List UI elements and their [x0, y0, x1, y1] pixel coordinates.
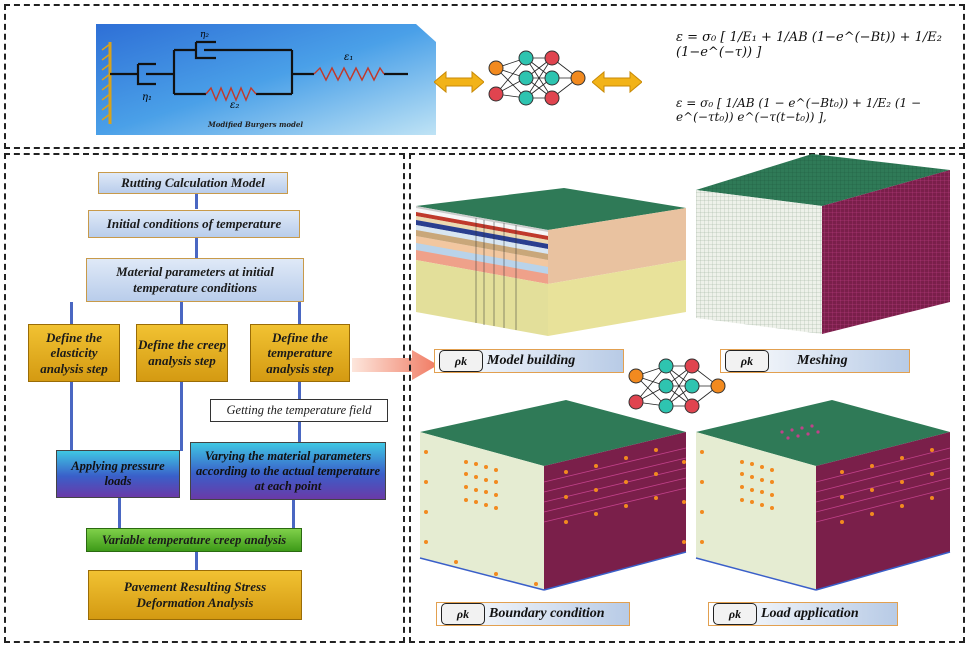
eta1-label: η₁ [142, 92, 152, 103]
flow-temperature-step: Define the temperature analysis step [250, 324, 350, 382]
connector [298, 381, 301, 399]
connector [70, 302, 73, 324]
flowchart-panel [4, 153, 405, 643]
flow-material-parameters: Material parameters at initial temperatu… [86, 258, 304, 302]
load-application-label: ρk Load application [708, 602, 898, 626]
double-arrow-right [591, 70, 643, 98]
equation-2: ε = σ₀ [ 1/AB (1 − e^(−Bt₀)) + 1/E₂ (1 −… [676, 96, 922, 124]
flow-temperature-field: Getting the temperature field [210, 399, 388, 422]
connector [180, 302, 183, 324]
transition-arrow [352, 350, 438, 384]
e1-label: ε₁ [344, 52, 354, 63]
connector [180, 381, 183, 451]
load-application-image [692, 392, 954, 596]
flow-pressure-loads: Applying pressure loads [56, 450, 180, 498]
wrench-icon: ρk [441, 603, 485, 625]
flow-creep-step: Define the creep analysis step [136, 324, 228, 382]
boundary-condition-text: Boundary condition [489, 606, 605, 621]
connector [292, 500, 295, 528]
eta2-label: η₂ [200, 30, 209, 40]
meshing-label: ρk Meshing [720, 349, 910, 373]
fem-panel [409, 153, 965, 643]
double-arrow-left [433, 70, 485, 98]
flow-result-analysis: Pavement Resulting Stress Deformation An… [88, 570, 302, 620]
boundary-condition-label: ρk Boundary condition [436, 602, 630, 626]
model-building-text: Model building [487, 353, 576, 368]
e2-label: ε₂ [230, 100, 240, 111]
flow-rutting-model: Rutting Calculation Model [98, 172, 288, 194]
flow-initial-conditions: Initial conditions of temperature [88, 210, 300, 238]
connector [70, 381, 73, 451]
connector [298, 422, 301, 442]
connector [118, 498, 121, 528]
meshing-image [692, 152, 954, 341]
wrench-icon: ρk [713, 603, 757, 625]
connector [195, 552, 198, 570]
neural-network-icon [486, 48, 588, 118]
flow-variable-creep: Variable temperature creep analysis [86, 528, 302, 552]
wrench-icon: ρk [439, 350, 483, 372]
burgers-caption: Modified Burgers model [208, 120, 304, 129]
boundary-condition-image [416, 392, 690, 596]
model-building-label: ρk Model building [434, 349, 624, 373]
flow-varying-parameters: Varying the material parameters accordin… [190, 442, 386, 500]
connector [195, 193, 198, 209]
top-panel [4, 4, 965, 149]
model-building-image [416, 168, 688, 342]
meshing-text: Meshing [797, 353, 848, 368]
burgers-model-diagram: η₁ η₂ ε₁ ε₂ Modified Burgers model [96, 24, 436, 135]
load-application-text: Load application [761, 606, 859, 621]
neural-network-icon-middle [626, 356, 728, 426]
equation-1: ε = σ₀ [ 1/E₁ + 1/AB (1−e^(−Bt)) + 1/E₂ … [676, 30, 943, 60]
wrench-icon: ρk [725, 350, 769, 372]
connector [298, 302, 301, 324]
connector [195, 238, 198, 258]
flow-elasticity-step: Define the elasticity analysis step [28, 324, 120, 382]
